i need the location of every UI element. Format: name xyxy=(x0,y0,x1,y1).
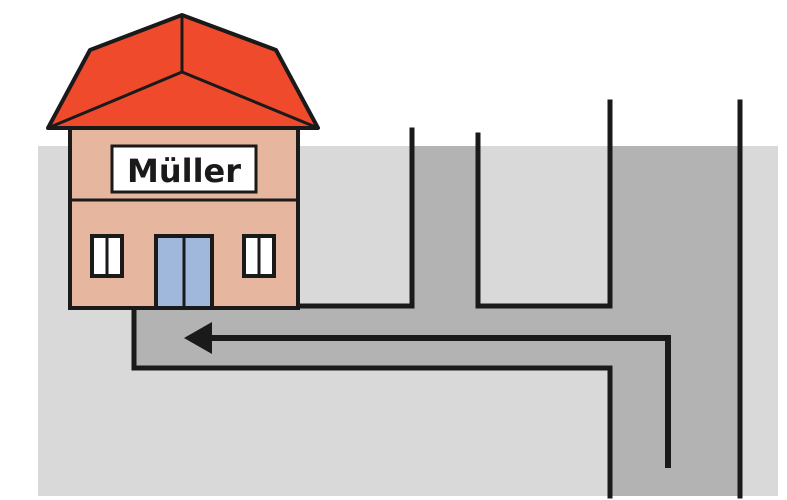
window-right-icon xyxy=(244,236,274,276)
shop-sign-text: Müller xyxy=(127,152,241,190)
window-left-icon xyxy=(92,236,122,276)
door-icon xyxy=(156,236,212,308)
road-side-street-1 xyxy=(412,146,478,306)
house: Müller xyxy=(48,15,318,308)
